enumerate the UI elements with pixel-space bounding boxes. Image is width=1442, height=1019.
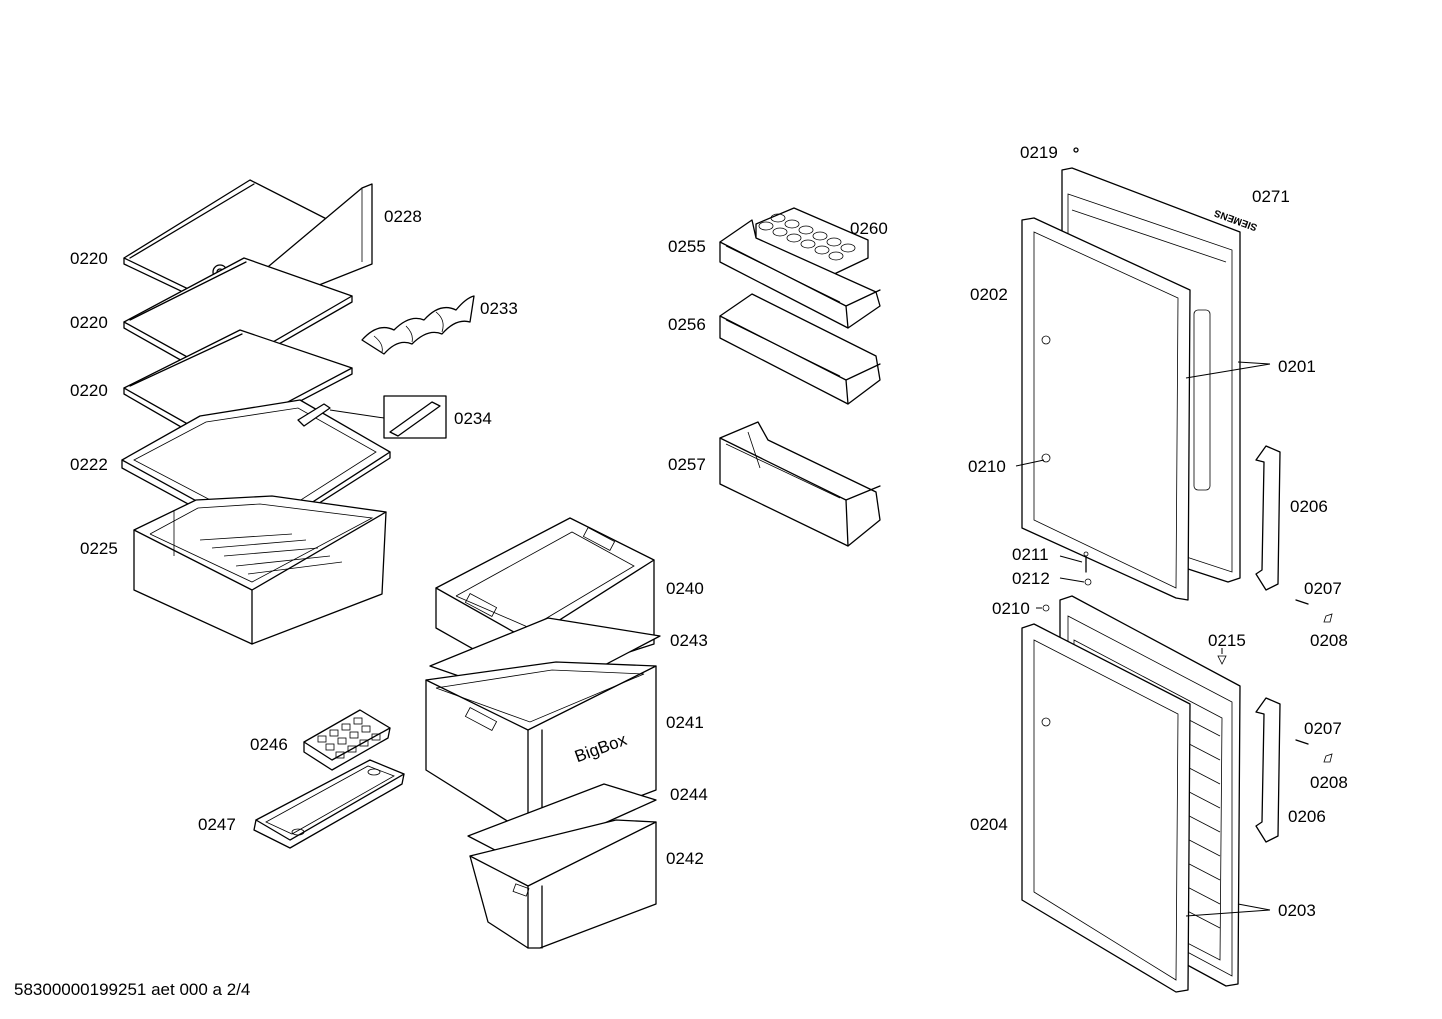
label-0255: 0255 (668, 237, 706, 256)
door-shelf-0256 (719, 293, 881, 405)
label-0207-upper: 0207 (1304, 579, 1342, 598)
door-shelf-0257 (719, 421, 881, 547)
label-0208-upper: 0208 (1310, 631, 1348, 650)
label-0208-lower: 0208 (1310, 773, 1348, 792)
leader-lines (1015, 361, 1271, 917)
label-0220-top: 0220 (70, 249, 108, 268)
crisper-0225 (133, 495, 387, 645)
label-0220-middle: 0220 (70, 313, 108, 332)
label-0256: 0256 (668, 315, 706, 334)
label-0203: 0203 (1278, 901, 1316, 920)
label-0234: 0234 (454, 409, 492, 428)
door-handle-0206-lower (1255, 697, 1281, 843)
label-0246: 0246 (250, 735, 288, 754)
label-0206-upper: 0206 (1290, 497, 1328, 516)
label-0210-upper: 0210 (968, 457, 1006, 476)
ice-cube-tray-0246 (303, 709, 391, 771)
ice-tray-0247 (253, 759, 405, 849)
egg-tray-0233 (361, 295, 475, 355)
label-0204: 0204 (970, 815, 1008, 834)
label-0212: 0212 (1012, 569, 1050, 588)
label-0257: 0257 (668, 455, 706, 474)
label-0210-lower: 0210 (992, 599, 1030, 618)
label-0260: 0260 (850, 219, 888, 238)
label-0201: 0201 (1278, 357, 1316, 376)
callout-labels: 0220 0228 0220 0233 0220 0234 0222 0225 … (70, 143, 1348, 920)
strip-0234 (297, 395, 447, 439)
label-0228: 0228 (384, 207, 422, 226)
door-shelf-0255 (719, 219, 881, 329)
label-0225: 0225 (80, 539, 118, 558)
door-handle-0206-upper (1255, 445, 1281, 591)
label-0244: 0244 (670, 785, 708, 804)
hinge-parts-0211-0212 (1042, 551, 1333, 763)
label-0220-bottom: 0220 (70, 381, 108, 400)
label-0215: 0215 (1208, 631, 1246, 650)
label-0240: 0240 (666, 579, 704, 598)
label-0202: 0202 (970, 285, 1008, 304)
label-0271: 0271 (1252, 187, 1290, 206)
label-0247: 0247 (198, 815, 236, 834)
fridge-door-gasket-0202 (1021, 217, 1191, 601)
drawer-0242 (469, 819, 657, 949)
label-0243: 0243 (670, 631, 708, 650)
label-0211: 0211 (1012, 545, 1049, 564)
label-0242: 0242 (666, 849, 704, 868)
label-0222: 0222 (70, 455, 108, 474)
label-0241: 0241 (666, 713, 704, 732)
label-0219: 0219 (1020, 143, 1058, 162)
freezer-door-gasket-0204 (1021, 623, 1191, 993)
label-0206-lower: 0206 (1288, 807, 1326, 826)
document-id: 58300000199251 aet 000 a 2/4 (14, 980, 251, 999)
label-0233: 0233 (480, 299, 518, 318)
label-0207-lower: 0207 (1304, 719, 1342, 738)
